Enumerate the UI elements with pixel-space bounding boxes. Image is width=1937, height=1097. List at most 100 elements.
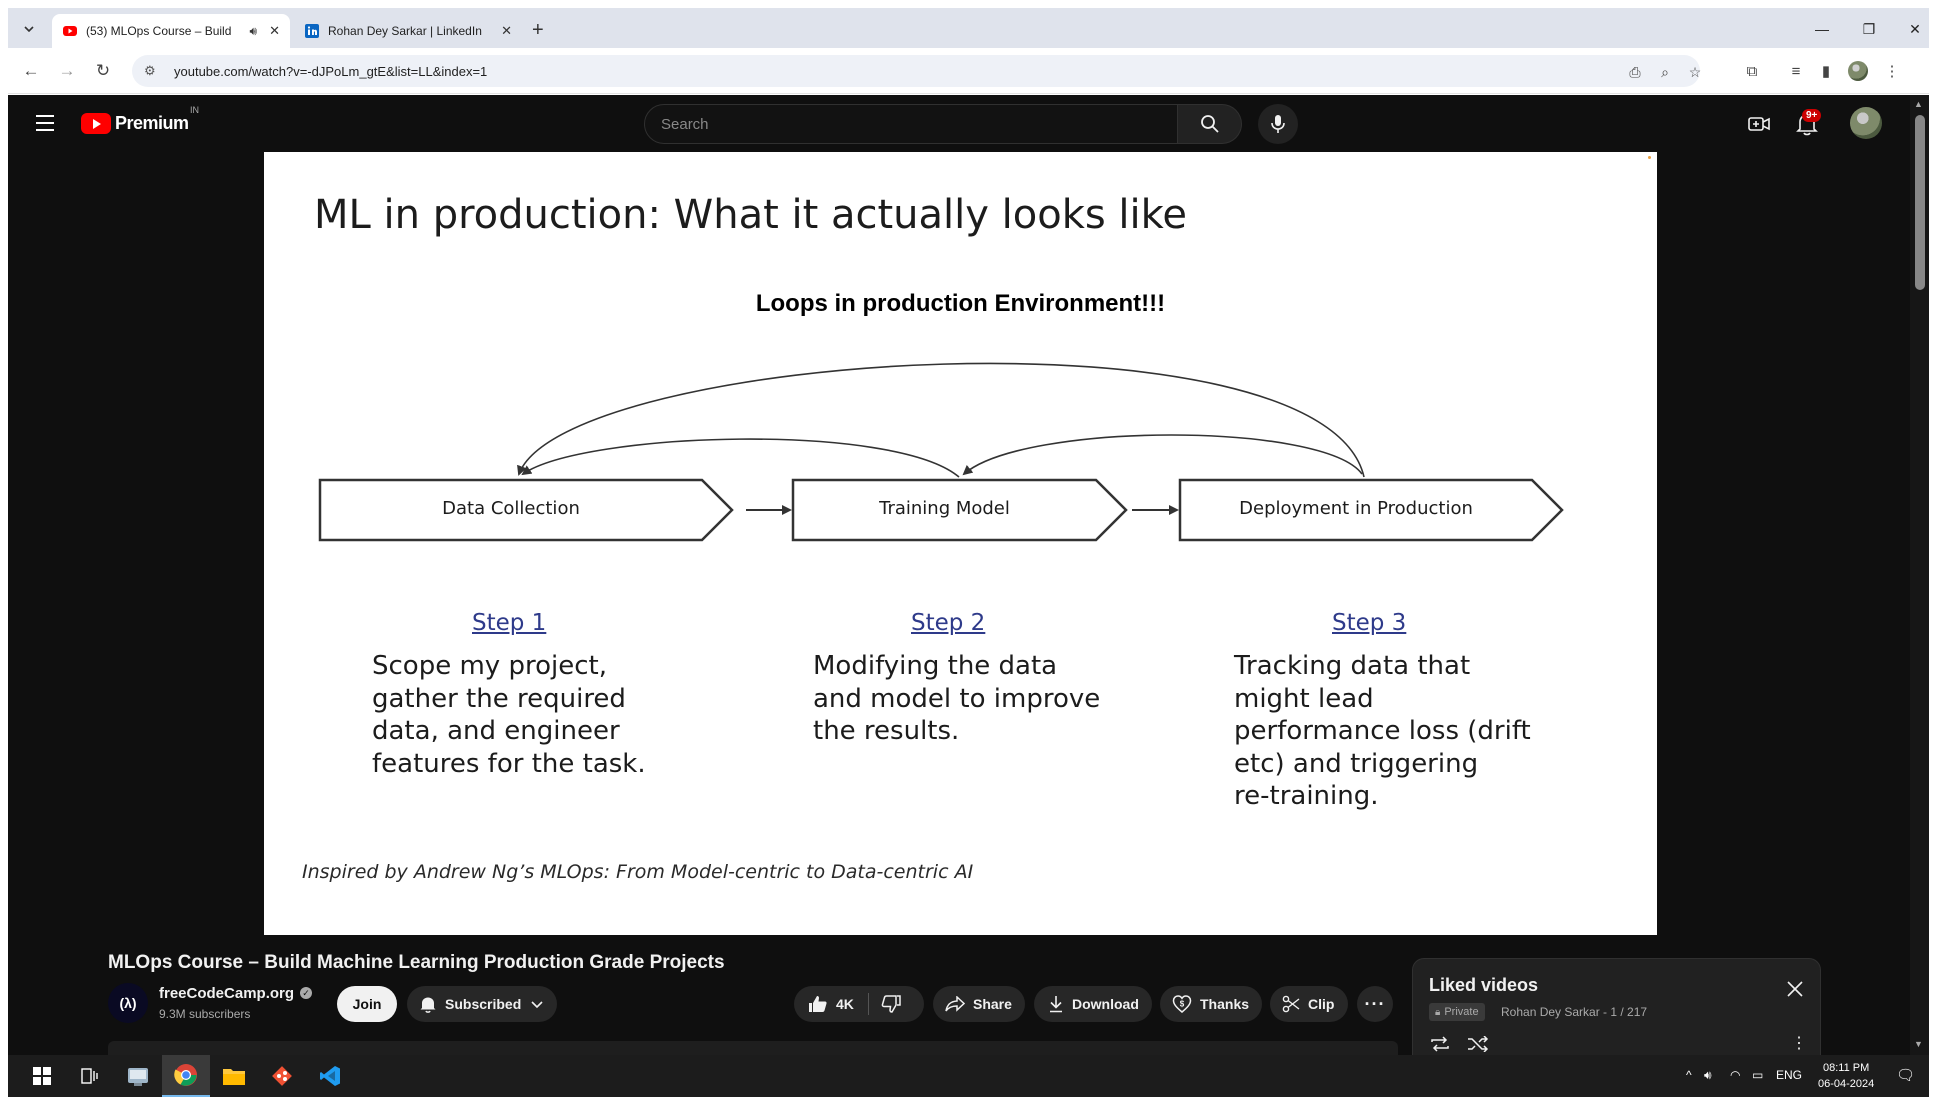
tab-linkedin[interactable]: Rohan Dey Sarkar | LinkedIn ✕ — [294, 14, 522, 48]
channel-avatar-logo: (λ) — [119, 995, 137, 1011]
search-placeholder: Search — [661, 116, 709, 133]
git-app-icon[interactable] — [258, 1055, 306, 1097]
tab-search-button[interactable] — [18, 18, 40, 40]
divider — [867, 993, 869, 1015]
region-code: IN — [190, 105, 199, 115]
volume-icon[interactable]: 🔊︎ — [1704, 1068, 1712, 1082]
clip-button[interactable]: Clip — [1270, 986, 1348, 1022]
hamburger-menu-icon[interactable] — [36, 115, 54, 136]
text-line: might lead — [1234, 683, 1374, 714]
account-avatar[interactable] — [1850, 107, 1882, 139]
microphone-icon — [1271, 115, 1285, 133]
address-bar[interactable]: ⚙︎ youtube.com/watch?v=-dJPoLm_gtE&list=… — [132, 55, 1701, 87]
system-clock[interactable]: 08:11 PM 06-04-2024 — [1818, 1060, 1874, 1092]
search-button[interactable] — [1178, 104, 1242, 144]
thanks-button[interactable]: $ Thanks — [1160, 986, 1262, 1022]
loop-icon[interactable] — [1429, 1036, 1451, 1057]
url-text[interactable]: youtube.com/watch?v=-dJPoLm_gtE&list=LL&… — [174, 64, 488, 79]
playlist-meta: Rohan Dey Sarkar - 1 / 217 — [1501, 1005, 1648, 1019]
more-horizontal-icon: ··· — [1364, 993, 1386, 1014]
loop-2-to-1 — [521, 438, 960, 478]
subscribed-button[interactable]: Subscribed — [407, 986, 557, 1022]
scroll-up-arrow-icon[interactable]: ▲ — [1914, 99, 1923, 109]
video-player[interactable]: ML in production: What it actually looks… — [264, 152, 1657, 935]
description-box[interactable] — [108, 1041, 1398, 1055]
battery-icon[interactable]: ▭ — [1752, 1068, 1764, 1082]
subscribed-label: Subscribed — [445, 996, 522, 1012]
zoom-icon[interactable]: ⌕ — [1661, 63, 1669, 80]
menu-kebab-icon[interactable]: ⋮ — [1884, 63, 1900, 80]
dislike-thumb-icon[interactable] — [881, 995, 901, 1013]
share-button[interactable]: Share — [933, 986, 1025, 1022]
extensions-icon[interactable]: ⧉ — [1746, 62, 1758, 80]
close-tab-icon[interactable]: ✕ — [269, 23, 280, 38]
create-video-icon[interactable] — [1746, 111, 1772, 137]
notification-center-icon[interactable]: 🗨︎ — [1896, 1067, 1916, 1084]
loop-3-to-2 — [962, 434, 1363, 476]
forward-arrow-icon[interactable]: → — [58, 61, 76, 80]
reload-icon[interactable]: ↻ — [95, 61, 111, 80]
box-label: Training Model — [879, 498, 1010, 519]
close-playlist-icon[interactable] — [1783, 977, 1807, 1001]
install-app-icon[interactable]: ⎙ — [1629, 63, 1641, 80]
text-line: gather the required — [372, 683, 626, 714]
restore-button[interactable]: ❐ — [1862, 20, 1876, 37]
text-line: etc) and triggering — [1234, 748, 1479, 779]
step-1-heading[interactable]: Step 1 — [472, 610, 547, 636]
file-manager-app-icon[interactable] — [114, 1055, 162, 1097]
tab-youtube[interactable]: (53) MLOps Course – Build 🔊︎ ✕ — [52, 14, 290, 48]
media-control-icon[interactable]: ≡ — [1791, 62, 1801, 80]
download-button[interactable]: Download — [1034, 986, 1152, 1022]
step-2-heading[interactable]: Step 2 — [911, 610, 986, 636]
channel-name[interactable]: freeCodeCamp.org — [159, 985, 295, 1002]
chevron-down-icon — [531, 996, 543, 1012]
youtube-premium-logo[interactable]: Premium IN — [81, 105, 199, 134]
wifi-icon[interactable]: ◠ — [1730, 1068, 1741, 1082]
more-vertical-icon[interactable]: ⋮ — [1791, 1035, 1807, 1052]
like-thumb-icon[interactable] — [808, 995, 828, 1013]
bookmark-star-icon[interactable]: ☆ — [1688, 63, 1702, 80]
video-title: MLOps Course – Build Machine Learning Pr… — [108, 952, 725, 973]
page-scrollbar[interactable]: ▲ ▼ — [1910, 95, 1929, 1055]
profile-avatar[interactable] — [1848, 61, 1868, 81]
playlist-title[interactable]: Liked videos — [1429, 975, 1539, 995]
text-line: the results. — [813, 716, 960, 746]
tab-title: Rohan Dey Sarkar | LinkedIn — [328, 24, 482, 38]
back-arrow-icon[interactable]: ← — [22, 61, 40, 80]
text-line: Scope my project, — [372, 651, 607, 681]
privacy-badge: 🔒︎ Private — [1429, 1003, 1485, 1021]
chrome-app-icon[interactable] — [162, 1055, 210, 1097]
windows-start-icon[interactable] — [18, 1055, 66, 1097]
file-explorer-icon[interactable] — [210, 1055, 258, 1097]
chevron-down-icon — [24, 26, 34, 32]
text-line: data, and engineer — [372, 716, 620, 746]
close-tab-icon[interactable]: ✕ — [501, 23, 512, 38]
close-window-button[interactable]: ✕ — [1909, 20, 1921, 37]
side-panel-icon[interactable]: ▮ — [1821, 63, 1831, 80]
subscriber-count: 9.3M subscribers — [159, 1007, 251, 1021]
minimize-button[interactable]: — — [1815, 21, 1829, 37]
task-view-icon[interactable] — [66, 1055, 114, 1097]
new-tab-button[interactable]: + — [532, 19, 544, 41]
share-label: Share — [973, 996, 1012, 1012]
box-data-collection — [318, 478, 734, 542]
channel-avatar[interactable]: (λ) — [108, 983, 148, 1023]
chevron-up-icon[interactable]: ^ — [1686, 1068, 1692, 1082]
box-label: Deployment in Production — [1239, 498, 1473, 519]
clip-label: Clip — [1308, 996, 1335, 1012]
scroll-down-arrow-icon[interactable]: ▼ — [1914, 1039, 1923, 1049]
site-info-icon[interactable]: ⚙︎ — [144, 63, 156, 78]
search-input[interactable]: Search — [644, 104, 1178, 144]
vscode-app-icon[interactable] — [306, 1055, 354, 1097]
scrollbar-thumb[interactable] — [1915, 115, 1925, 290]
voice-search-button[interactable] — [1258, 104, 1298, 144]
language-indicator[interactable]: ENG — [1776, 1068, 1803, 1082]
step-3-heading[interactable]: Step 3 — [1332, 610, 1407, 636]
speaker-icon[interactable]: 🔊︎ — [249, 23, 258, 38]
browser-toolbar: ← → ↻ ⚙︎ youtube.com/watch?v=-dJPoLm_gtE… — [8, 48, 1929, 94]
join-button[interactable]: Join — [337, 986, 397, 1022]
text-line: Modifying the data — [813, 651, 1058, 681]
shuffle-icon[interactable] — [1467, 1035, 1489, 1057]
more-actions-button[interactable]: ··· — [1357, 986, 1393, 1022]
super-thanks-icon: $ — [1172, 994, 1192, 1014]
